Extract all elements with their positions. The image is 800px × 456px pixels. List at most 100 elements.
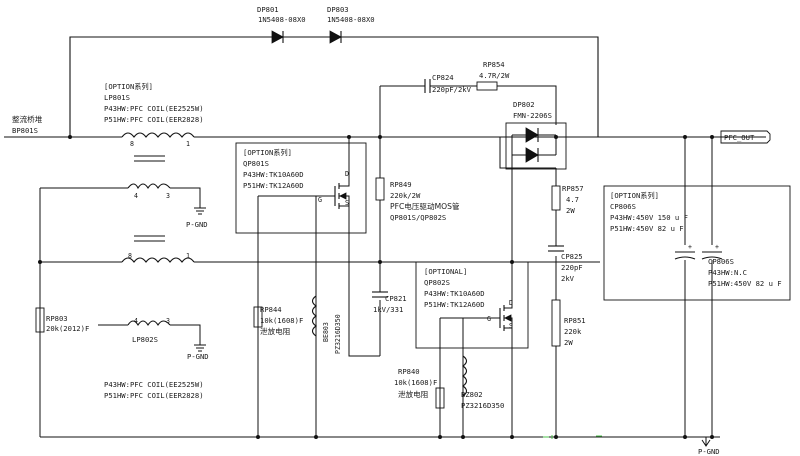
scan-artifacts	[543, 435, 602, 439]
cp806s-b-label: CP806S	[708, 257, 734, 266]
lp801s-p51: P51HW:PFC COIL(EER2828)	[104, 115, 204, 124]
dp803-label: DP803	[327, 5, 349, 14]
qp802s-p51: P51HW:TK12A60D	[424, 300, 485, 309]
pgnd-symbol-3	[701, 439, 711, 447]
cap-cp821	[372, 291, 388, 298]
resistor-rp854	[476, 81, 498, 91]
dp803-part: 1N5408-08X0	[327, 15, 375, 24]
resistor-rp844	[253, 306, 263, 328]
pin-1-mid: 1	[186, 252, 190, 260]
dp801-part: 1N5408-08X0	[258, 15, 306, 24]
pin-4b: 4	[134, 317, 138, 325]
resistor-rp840	[435, 387, 445, 409]
rp840-note: 泄放电阻	[398, 389, 429, 399]
rp844-value: 10k(1608)F	[260, 316, 303, 325]
lp801s-p43: P43HW:PFC COIL(EE2525W)	[104, 104, 204, 113]
cp806s-label: CP806S	[610, 202, 636, 211]
qp801s-p43: P43HW:TK10A60D	[243, 170, 304, 179]
resistor-rp857	[551, 185, 561, 211]
lp801s-coil-bottom	[121, 235, 195, 263]
rp849-value: 220k/2W	[390, 191, 421, 200]
optional-label: [OPTIONAL]	[424, 267, 467, 276]
dp802-part: FMN-2206S	[513, 111, 552, 120]
rp840-label: RP840	[398, 367, 420, 376]
rp854-value: 4.7R/2W	[479, 71, 510, 80]
cp806s-b-p43: P43HW:N.C	[708, 268, 747, 277]
option-series-c: [OPTION系列]	[610, 191, 659, 200]
cp821-label: CP821	[385, 294, 407, 303]
lp802s-p43: P43HW:PFC COIL(EE2525W)	[104, 380, 204, 389]
lp801s-coil-top	[121, 132, 195, 162]
dp802-box	[505, 122, 567, 170]
qp801s-box	[235, 142, 367, 234]
q1-pin-g: G	[318, 196, 322, 204]
q2-pin-g: G	[487, 315, 491, 323]
q1-pin-s: S	[345, 199, 349, 207]
pin-4: 4	[134, 192, 138, 200]
rp851-value-1: 220k	[564, 327, 582, 336]
resistor-rp849	[375, 177, 385, 201]
cap-electrolytic-2: +	[701, 243, 723, 260]
q1-pin-d: D	[345, 170, 349, 178]
be803-part: PZ3216D350	[334, 314, 342, 354]
cap-electrolytic-1: +	[674, 243, 696, 260]
pin-3: 3	[166, 192, 170, 200]
bead-be803	[311, 295, 317, 337]
pfc-out-tag	[720, 130, 771, 144]
diode-dp803	[329, 30, 342, 44]
rp849-label: RP849	[390, 180, 412, 189]
option-series-q1: [OPTION系列]	[243, 148, 292, 157]
lp802s-p51: P51HW:PFC COIL(EER2828)	[104, 391, 204, 400]
pgnd-label-2: P-GND	[187, 352, 209, 361]
resistor-rp851	[551, 299, 561, 347]
bridge-label: 整流桥堆	[12, 114, 43, 124]
pin-8-mid: 8	[128, 252, 132, 260]
mosfet-qp801s	[334, 178, 350, 212]
rp803-value: 20k(2012)F	[46, 324, 89, 333]
dp801-label: DP801	[257, 5, 279, 14]
rp857-value-1: 4.7	[566, 195, 579, 204]
rp803-label: RP803	[46, 314, 68, 323]
q2-pin-d: D	[509, 299, 513, 307]
qp-pair-label: QP801S/QP802S	[390, 213, 446, 222]
qp802s-box	[415, 261, 529, 349]
svg-text:+: +	[688, 243, 692, 251]
lp802s-label: LP802S	[132, 335, 158, 344]
cp806s-p51: P51HW:450V 82 u F	[610, 224, 684, 233]
rp844-label: RP844	[260, 305, 282, 314]
pgnd-symbol-1	[194, 207, 206, 215]
cp824-value: 220pF/2kV	[432, 85, 472, 94]
qp801s-label: QP801S	[243, 159, 269, 168]
cp825-value-1: 220pF	[561, 263, 583, 272]
pgnd-label-3: P-GND	[698, 447, 720, 456]
pfc-out-label: PFC_OUT	[724, 133, 755, 142]
svg-text:+: +	[715, 243, 719, 251]
qp802s-label: QP802S	[424, 278, 450, 287]
cp824-label: CP824	[432, 73, 454, 82]
q2-pin-s: S	[509, 322, 513, 330]
rp851-value-2: 2W	[564, 338, 573, 347]
pin-8-top: 8	[130, 140, 134, 148]
option-series-1: [OPTION系列]	[104, 82, 153, 91]
lp802s-coil	[127, 320, 171, 327]
rp851-label: RP851	[564, 316, 586, 325]
output-caps-box	[603, 185, 791, 301]
bp801s-label: BP801S	[12, 126, 38, 135]
cp806s-p43: P43HW:450V 150 u F	[610, 213, 688, 222]
lp801s-label: LP801S	[104, 93, 130, 102]
cp806s-b-p51: P51HW:450V 82 u F	[708, 279, 782, 288]
pin-3b: 3	[166, 317, 170, 325]
mosfet-qp802s	[499, 290, 513, 331]
dp802-diodes	[511, 127, 557, 163]
pgnd-label-1: P-GND	[186, 220, 208, 229]
pin-1-top: 1	[186, 140, 190, 148]
resistor-rp803	[35, 307, 45, 333]
qp802s-p43: P43HW:TK10A60D	[424, 289, 485, 298]
cap-cp825	[548, 245, 564, 252]
rp854-label: RP854	[483, 60, 505, 69]
pfc-driver-note: PFC电压驱动MOS管	[390, 201, 460, 211]
rp857-value-2: 2W	[566, 206, 575, 215]
bz802-label: BZ802	[461, 390, 483, 399]
be803-label: BE803	[322, 322, 330, 342]
dp802-label: DP802	[513, 100, 535, 109]
